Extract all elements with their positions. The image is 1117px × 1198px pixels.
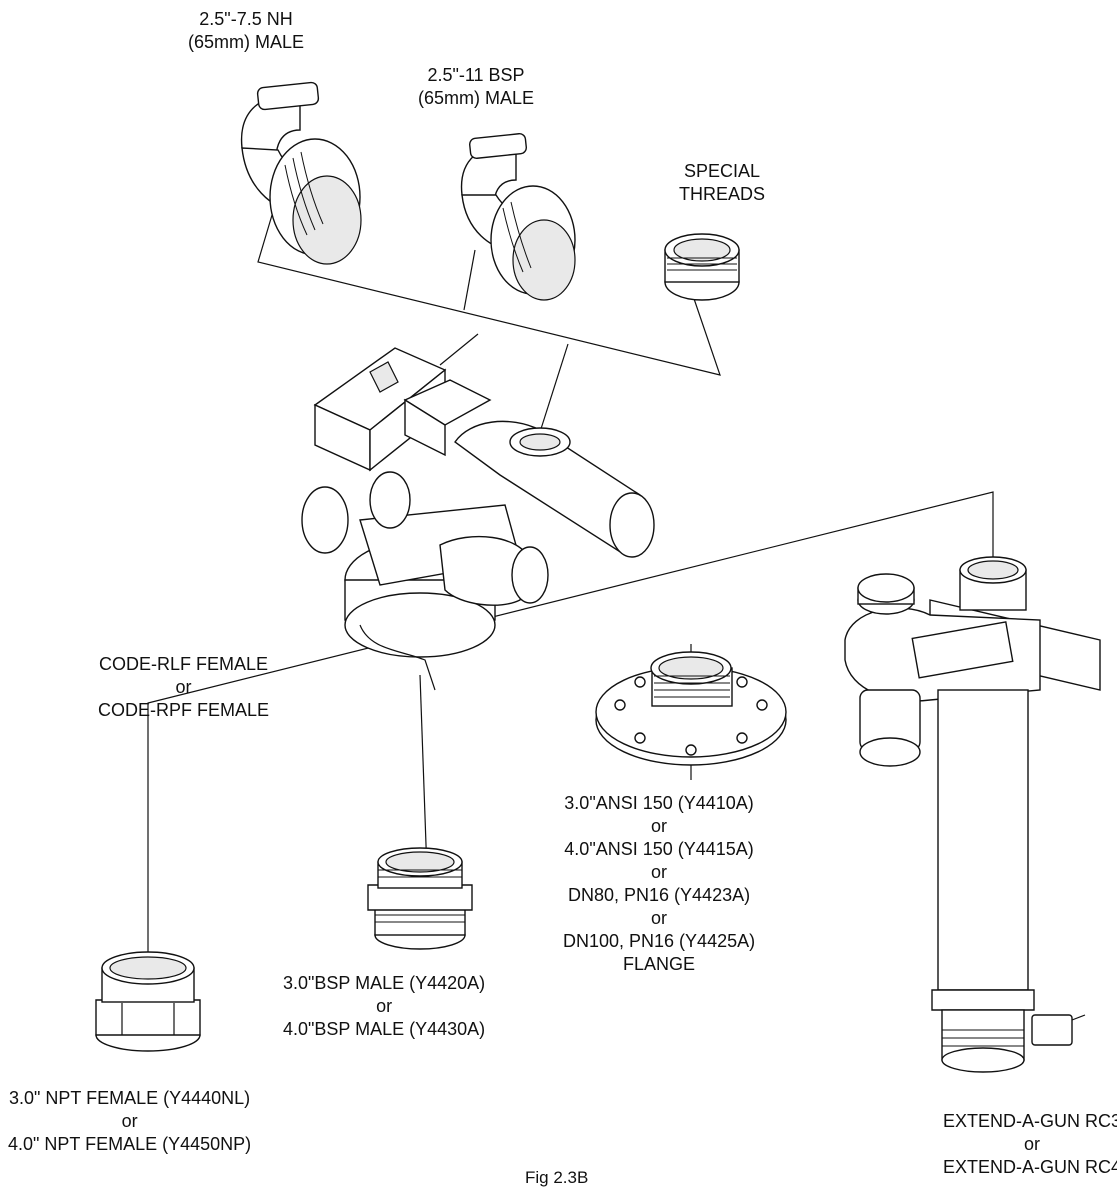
label-line: or	[175, 677, 192, 697]
flange-adapter	[595, 651, 787, 766]
label-extend-a-gun: EXTEND-A-GUN RC3 or EXTEND-A-GUN RC4	[943, 1110, 1117, 1179]
label-line: DN100, PN16 (Y4425A)	[563, 931, 756, 951]
figure-caption: Fig 2.3B	[525, 1168, 589, 1187]
label-line: SPECIAL	[683, 161, 761, 181]
label-line: or	[651, 908, 668, 928]
label-line: 4.0"BSP MALE (Y4430A)	[283, 1019, 486, 1039]
label-line: or	[121, 1111, 138, 1131]
label-line: or	[651, 862, 668, 882]
monitor-body	[301, 333, 655, 691]
label-line: (65mm) MALE	[188, 32, 305, 52]
label-line: or	[376, 996, 393, 1016]
label-nh-male: 2.5"-7.5 NH (65mm) MALE	[188, 8, 304, 54]
label-code-female: CODE-RLF FEMALE or CODE-RPF FEMALE	[98, 653, 269, 722]
special-threads-adapter	[664, 233, 740, 301]
label-line: 3.0"ANSI 150 (Y4410A)	[564, 793, 754, 813]
label-bsp-adapter: 3.0"BSP MALE (Y4420A) or 4.0"BSP MALE (Y…	[283, 972, 485, 1041]
label-line: DN80, PN16 (Y4423A)	[568, 885, 751, 905]
label-line: 2.5"-7.5 NH	[199, 9, 293, 29]
label-line: (65mm) MALE	[418, 88, 535, 108]
npt-female-adapter	[95, 951, 201, 1052]
label-line: EXTEND-A-GUN RC3	[943, 1111, 1117, 1131]
label-line: 3.0"BSP MALE (Y4420A)	[283, 973, 486, 993]
label-line: 2.5"-11 BSP	[427, 65, 525, 85]
elbow-bsp-male	[460, 133, 576, 301]
label-line: EXTEND-A-GUN RC4	[943, 1157, 1117, 1177]
label-line: THREADS	[679, 184, 766, 204]
label-line: 3.0" NPT FEMALE (Y4440NL)	[9, 1088, 251, 1108]
label-special-threads: SPECIAL THREADS	[679, 160, 765, 206]
label-npt-female: 3.0" NPT FEMALE (Y4440NL) or 4.0" NPT FE…	[8, 1087, 251, 1156]
bsp-male-adapter	[367, 847, 473, 950]
label-line: CODE-RLF FEMALE	[99, 654, 269, 674]
label-line: 4.0" NPT FEMALE (Y4450NP)	[8, 1134, 252, 1154]
label-line: or	[1024, 1134, 1041, 1154]
label-line: FLANGE	[623, 954, 696, 974]
label-line: 4.0"ANSI 150 (Y4415A)	[564, 839, 754, 859]
label-bsp-male: 2.5"-11 BSP (65mm) MALE	[418, 64, 534, 110]
label-line: or	[651, 816, 668, 836]
elbow-nh-male	[240, 81, 362, 265]
extend-a-gun	[844, 556, 1101, 1073]
label-flange: 3.0"ANSI 150 (Y4410A) or 4.0"ANSI 150 (Y…	[563, 792, 755, 976]
label-line: CODE-RPF FEMALE	[98, 700, 270, 720]
